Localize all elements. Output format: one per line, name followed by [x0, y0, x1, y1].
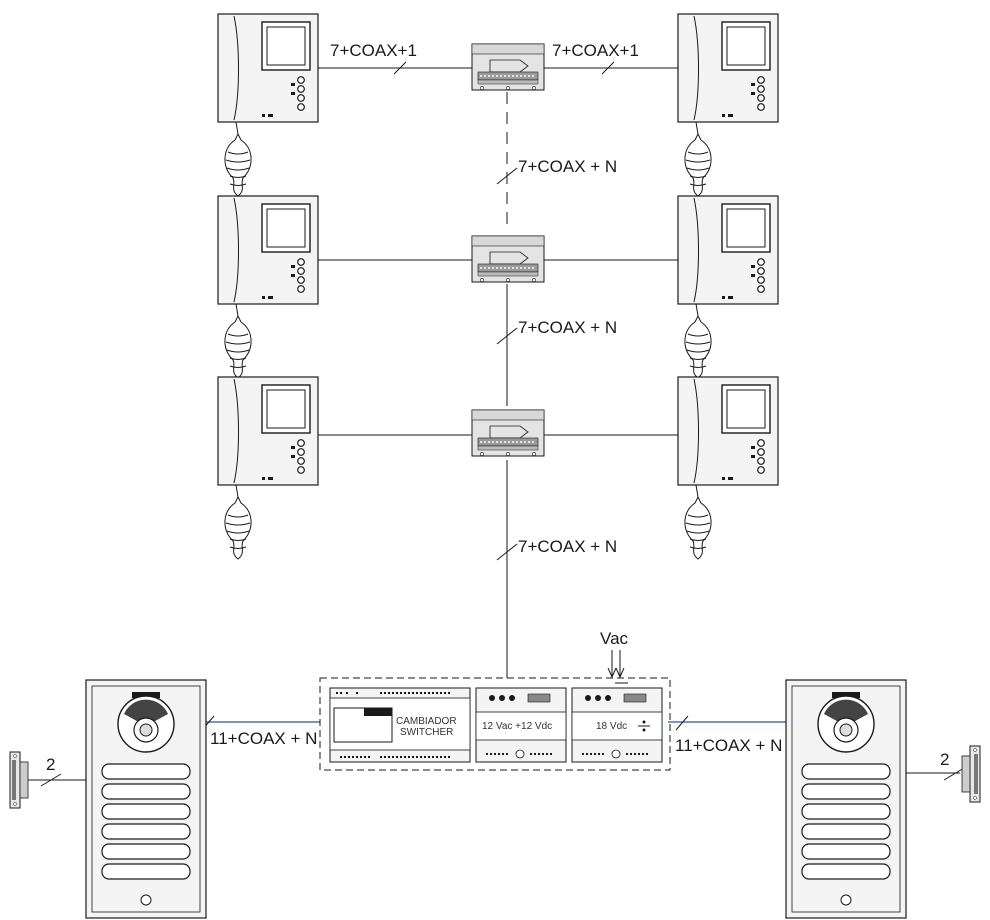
central-equipment [319, 677, 671, 771]
label-left-lock: 2 [46, 755, 55, 774]
wiring-lines [28, 61, 965, 787]
label-power-in: Vac [600, 629, 629, 648]
switcher-module [329, 687, 471, 763]
label-left-panel: 11+COAX + N [210, 729, 317, 748]
monitor-floor3-right [677, 376, 779, 560]
label-riser-1: 7+COAX + N [518, 157, 617, 176]
distributor-floor1 [471, 43, 545, 91]
label-top-left: 7+COAX+1 [330, 41, 417, 60]
monitor-floor3-left [217, 376, 319, 560]
label-right-panel: 11+COAX + N [675, 736, 782, 755]
monitor-floor2-right [677, 195, 779, 379]
monitor-floor1-left [217, 13, 319, 197]
power-supply-1 [475, 687, 567, 763]
monitor-floor1-right [677, 13, 779, 197]
label-top-right: 7+COAX+1 [552, 41, 639, 60]
label-riser-3: 7+COAX + N [518, 537, 617, 556]
distributor-floor2 [471, 235, 545, 283]
switcher-label-1: CAMBIADOR [396, 716, 457, 727]
power-supply-2 [571, 687, 663, 763]
psu-2-label: 18 Vdc [596, 721, 627, 732]
door-lock-right [961, 745, 981, 803]
label-riser-2: 7+COAX + N [518, 318, 617, 337]
door-lock-left [9, 751, 29, 809]
monitor-floor2-left [217, 195, 319, 379]
entrance-panel-left [85, 679, 207, 919]
distributor-floor3 [471, 409, 545, 457]
label-right-lock: 2 [940, 750, 949, 769]
entrance-panel-right [785, 679, 907, 919]
psu-1-label: 12 Vac +12 Vdc [482, 721, 552, 732]
switcher-label-2: SWITCHER [400, 727, 453, 738]
